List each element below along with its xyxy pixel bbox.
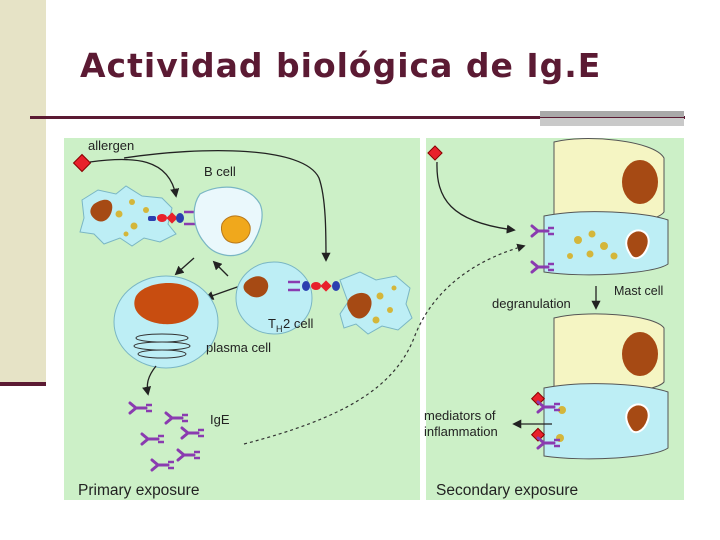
apc-right-nucleus xyxy=(347,292,372,319)
apc-granule xyxy=(143,207,149,213)
apc-granule xyxy=(130,222,138,230)
plasma-cell-nucleus xyxy=(134,282,199,325)
released-granule xyxy=(558,406,566,414)
mast-cell-lower-2-nucleus xyxy=(625,403,650,434)
th2-label-tail: 2 cell xyxy=(283,316,313,331)
ige-diagram: allergen B cell T H 2 cell xyxy=(64,138,684,500)
apc-right-granule xyxy=(387,307,393,313)
th2-to-plasma-arrow xyxy=(204,285,241,300)
allergen-bound-icon xyxy=(530,391,546,406)
apc-nucleus xyxy=(90,199,113,222)
th2-nucleus xyxy=(243,276,269,298)
plasma-cell-er xyxy=(133,333,191,359)
slide-title: Actividad biológica de Ig.E xyxy=(80,46,602,85)
allergen-icon xyxy=(72,153,92,173)
mast-granule xyxy=(586,250,594,258)
allergen-label: allergen xyxy=(88,138,134,153)
apc-granule xyxy=(129,199,135,205)
mast-granule xyxy=(600,242,608,250)
b-cell-label: B cell xyxy=(204,164,236,179)
apc-right-granule xyxy=(391,285,397,291)
mediators-label-line2: inflammation xyxy=(424,424,498,439)
primary-exposure-label: Primary exposure xyxy=(78,482,199,499)
apc-granule xyxy=(115,210,123,218)
th2-label-main: T xyxy=(268,316,276,331)
mast-cell-label: Mast cell xyxy=(614,284,663,298)
apc-to-plasma-arrow xyxy=(174,257,195,276)
allergen-secondary-icon xyxy=(427,145,443,161)
mediators-label-line1: mediators of xyxy=(424,408,496,423)
allergen-to-mastcell-arrow xyxy=(436,161,516,234)
b-cell-nucleus xyxy=(221,215,251,244)
mast-cell-lower-2 xyxy=(543,383,669,460)
apc-right-granule xyxy=(376,292,384,300)
mast-cell-lower-1-nucleus xyxy=(622,332,658,376)
mast-granule xyxy=(610,252,618,260)
ige-to-mastcell-dashed-arrow xyxy=(243,243,526,445)
degranulation-label: degranulation xyxy=(492,296,571,311)
mast-granule xyxy=(574,236,582,244)
ige-label: IgE xyxy=(210,412,230,427)
plasma-cell-label: plasma cell xyxy=(206,340,271,355)
th2-label-sub: H xyxy=(276,324,283,334)
allergen-bound-icon xyxy=(530,427,546,442)
ige-diagram-svg: allergen B cell T H 2 cell xyxy=(64,138,684,500)
mast-cell-upper-1-nucleus xyxy=(622,160,658,204)
apc-granule xyxy=(123,231,129,237)
left-accent-bar xyxy=(0,0,46,382)
title-rule xyxy=(30,116,685,119)
apc-right-granule xyxy=(372,316,380,324)
mast-cell-upper-2-nucleus xyxy=(625,229,650,260)
title-rule-box-top xyxy=(540,111,684,117)
secondary-exposure-label: Secondary exposure xyxy=(436,482,578,499)
receptor-complex-th2-apc xyxy=(288,280,340,292)
th2-to-bcell-arrow xyxy=(212,260,229,277)
allergen-to-apc-arrow xyxy=(89,158,180,198)
title-rule-box-bottom xyxy=(540,118,684,126)
plasma-to-ige-arrow xyxy=(142,365,157,396)
mast-granule xyxy=(588,230,596,238)
left-accent-bar-underline xyxy=(0,382,46,386)
allergen-to-th2-arrow xyxy=(123,149,331,262)
mast-granule xyxy=(567,253,573,259)
